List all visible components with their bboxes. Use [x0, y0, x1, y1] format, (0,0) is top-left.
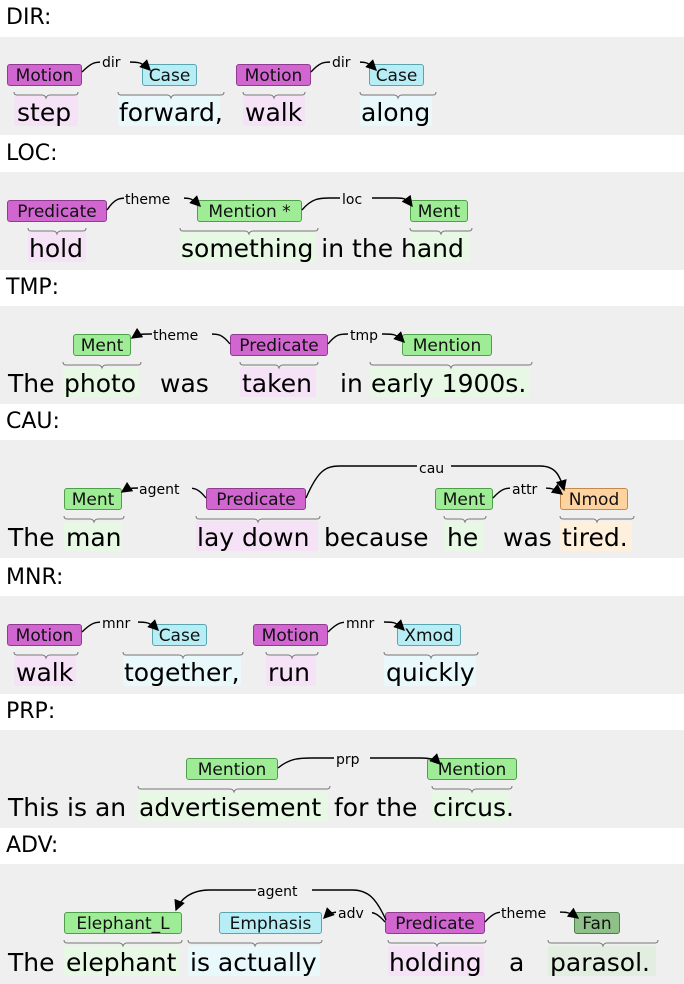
tag-predicate[interactable]: Predicate	[206, 488, 306, 510]
panel-prp	[0, 730, 684, 828]
word: tired.	[562, 523, 628, 552]
tag-nmod[interactable]: Nmod	[560, 488, 628, 510]
tag-mention[interactable]: Mention	[186, 758, 278, 780]
tag-emphasis[interactable]: Emphasis	[219, 912, 322, 934]
word: was	[160, 369, 209, 398]
tag-case[interactable]: Case	[142, 64, 197, 86]
panel-mnr	[0, 596, 684, 694]
word: The	[8, 369, 55, 398]
tag-ment[interactable]: Ment	[435, 488, 493, 510]
word: taken	[242, 369, 312, 398]
tag-ment[interactable]: Ment	[410, 200, 468, 222]
word: man	[66, 523, 122, 552]
tag-motion[interactable]: Motion	[236, 64, 311, 86]
span-highlight	[14, 96, 78, 126]
span-highlight	[123, 656, 241, 686]
word: is actually	[190, 948, 317, 977]
span-highlight	[560, 521, 632, 551]
word: in	[340, 369, 363, 398]
section-label-cau: CAU:	[0, 404, 684, 439]
span-highlight	[444, 521, 484, 551]
tag-predicate[interactable]: Predicate	[7, 200, 107, 222]
tag-predicate[interactable]: Predicate	[230, 334, 328, 356]
span-highlight	[410, 232, 470, 262]
span-highlight	[388, 946, 484, 976]
span-highlight	[64, 946, 180, 976]
tag-case[interactable]: Case	[152, 624, 207, 646]
span-highlight	[432, 791, 510, 821]
tag-xmod[interactable]: Xmod	[397, 624, 461, 646]
tag-predicate[interactable]: Predicate	[385, 912, 485, 934]
tag-case[interactable]: Case	[369, 64, 424, 86]
word: something in the hand	[181, 234, 464, 263]
word: he	[447, 523, 479, 552]
tag-elephant-l[interactable]: Elephant_L	[64, 912, 182, 934]
section-label-adv: ADV:	[0, 828, 684, 863]
word: for the	[334, 793, 418, 822]
section-label-mnr: MNR:	[0, 560, 684, 595]
span-highlight	[180, 232, 316, 262]
word: photo	[64, 369, 137, 398]
tag-mention[interactable]: Mention *	[197, 200, 302, 222]
span-highlight	[188, 946, 320, 976]
word: walk	[16, 658, 74, 687]
word: circus.	[433, 793, 514, 822]
tag-mention[interactable]: Mention	[402, 334, 492, 356]
word: together,	[124, 658, 240, 687]
word: forward,	[119, 98, 223, 127]
span-highlight	[138, 791, 328, 821]
span-highlight	[196, 521, 318, 551]
section-label-loc: LOC:	[0, 136, 684, 171]
tag-motion[interactable]: Motion	[7, 624, 82, 646]
word: walk	[245, 98, 303, 127]
panel-dir	[0, 37, 684, 135]
word: parasol.	[550, 948, 650, 977]
span-highlight	[240, 367, 316, 397]
span-highlight	[370, 367, 530, 397]
tag-ment[interactable]: Ment	[64, 488, 122, 510]
word: early 1900s.	[371, 369, 527, 398]
span-highlight	[64, 521, 122, 551]
span-highlight	[548, 946, 656, 976]
span-highlight	[14, 656, 76, 686]
tag-motion[interactable]: Motion	[7, 64, 82, 86]
tag-ment[interactable]: Ment	[73, 334, 131, 356]
word: quickly	[386, 658, 475, 687]
span-highlight	[266, 656, 316, 686]
span-highlight	[118, 96, 220, 126]
section-label-prp: PRP:	[0, 694, 684, 729]
word: This is an	[8, 793, 127, 822]
word: along	[361, 98, 431, 127]
span-highlight	[360, 96, 432, 126]
word: The	[8, 523, 55, 552]
word: step	[17, 98, 72, 127]
span-highlight	[63, 367, 139, 397]
panel-loc	[0, 172, 684, 270]
word: because	[324, 523, 429, 552]
word: advertisement	[139, 793, 322, 822]
span-highlight	[28, 232, 86, 262]
word: holding	[389, 948, 482, 977]
word: a	[509, 948, 525, 977]
tag-motion[interactable]: Motion	[253, 624, 328, 646]
word: The	[8, 948, 55, 977]
span-highlight	[384, 656, 476, 686]
section-label-dir: DIR:	[0, 0, 684, 35]
word: was	[503, 523, 552, 552]
word: elephant	[66, 948, 177, 977]
tag-mention[interactable]: Mention	[427, 758, 517, 780]
tag-fan[interactable]: Fan	[574, 912, 620, 934]
span-highlight	[243, 96, 305, 126]
section-label-tmp: TMP:	[0, 270, 684, 305]
word: run	[268, 658, 310, 687]
word: lay down	[197, 523, 310, 552]
word: hold	[29, 234, 83, 263]
